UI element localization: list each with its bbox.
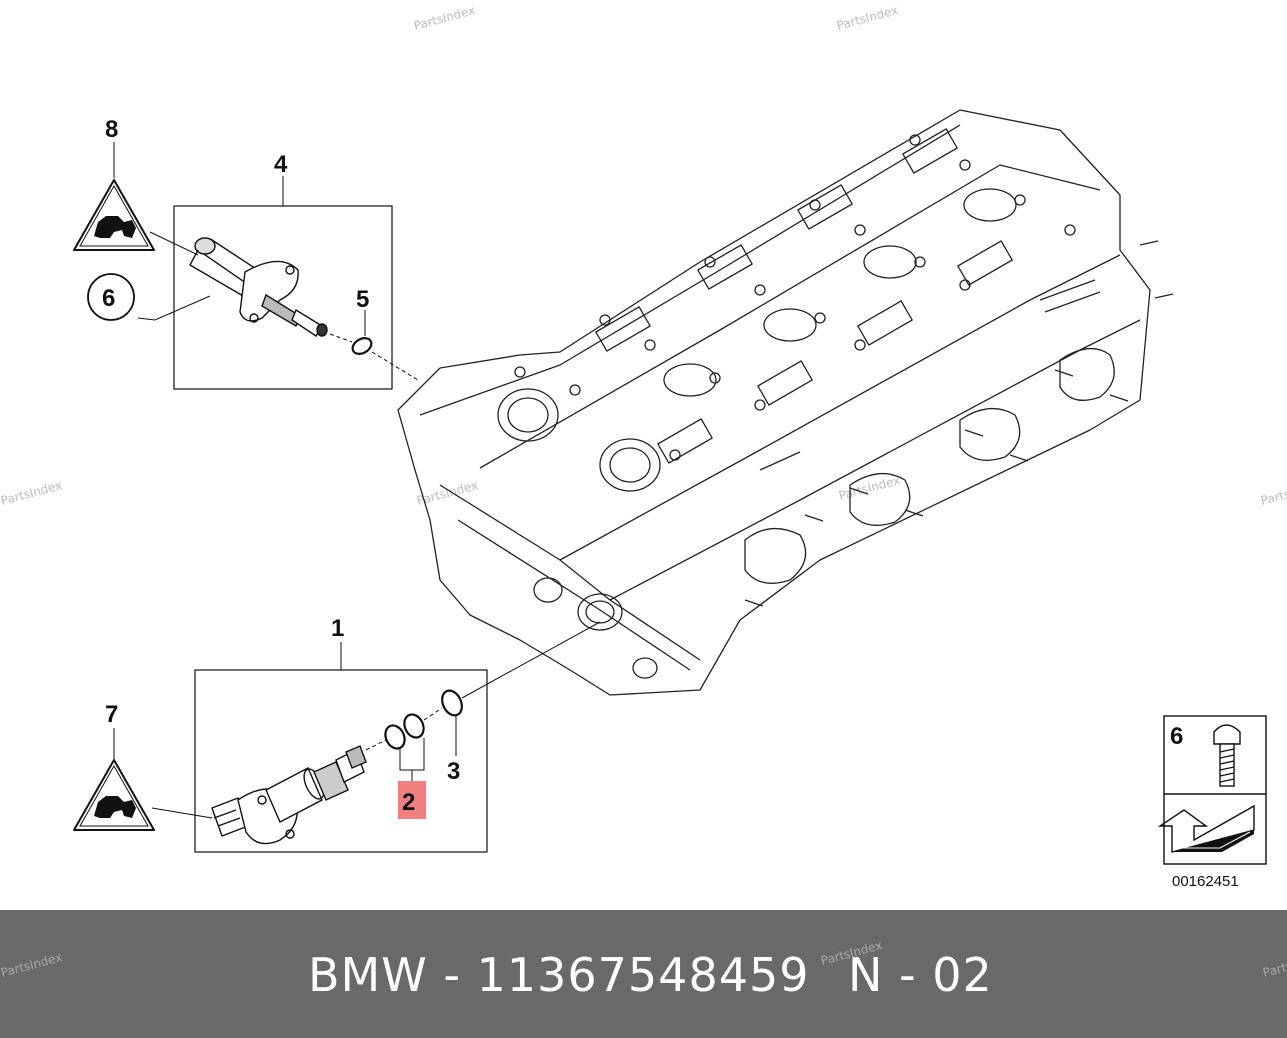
callout-4: 4 bbox=[274, 151, 288, 178]
diagram-position-label: N - 02 bbox=[848, 948, 993, 1002]
watermark: PartsIndex bbox=[1261, 950, 1287, 980]
legend-number: 6 bbox=[1170, 723, 1183, 750]
watermark: PartsIndex bbox=[0, 950, 64, 980]
cylinder-head-drawing bbox=[397, 109, 1174, 696]
seal-rings-2 bbox=[384, 713, 425, 750]
parts-diagram: PartsIndex PartsIndex PartsIndex PartsIn… bbox=[0, 3, 1287, 890]
callout-circle-6 bbox=[87, 273, 135, 321]
watermark: PartsIndex bbox=[1259, 478, 1287, 508]
callout-1: 1 bbox=[331, 615, 344, 642]
footer-bar: PartsIndex PartsIndex PartsIndex BMW - 1… bbox=[0, 910, 1287, 1038]
part-number-label: BMW - 11367548459 bbox=[308, 948, 810, 1002]
watermark: PartsIndex bbox=[835, 3, 899, 33]
o-ring-5 bbox=[351, 337, 373, 355]
legend-box bbox=[1157, 715, 1267, 865]
vanos-solenoid-lower bbox=[211, 745, 367, 845]
bolt-icon bbox=[1213, 724, 1241, 787]
callout-2: 2 bbox=[402, 789, 415, 816]
callout-5: 5 bbox=[356, 286, 369, 313]
callout-7: 7 bbox=[105, 701, 118, 728]
warning-triangle-icon bbox=[73, 759, 155, 831]
callout-3: 3 bbox=[447, 758, 460, 785]
seal-ring-3 bbox=[441, 689, 463, 717]
watermark: PartsIndex bbox=[0, 478, 64, 508]
watermark: PartsIndex bbox=[837, 473, 901, 503]
diagram-code: 00162451 bbox=[1172, 873, 1239, 890]
callout-6: 6 bbox=[102, 285, 115, 312]
callout-8: 8 bbox=[105, 116, 118, 143]
warning-triangle-icon bbox=[73, 179, 155, 251]
highlight-callout-2 bbox=[398, 781, 426, 819]
leader-lines-upper bbox=[113, 142, 419, 381]
leader-lines-lower bbox=[113, 621, 601, 819]
vanos-solenoid-upper bbox=[189, 237, 328, 337]
watermark: PartsIndex bbox=[412, 3, 476, 33]
arrow-icon bbox=[1157, 804, 1255, 853]
